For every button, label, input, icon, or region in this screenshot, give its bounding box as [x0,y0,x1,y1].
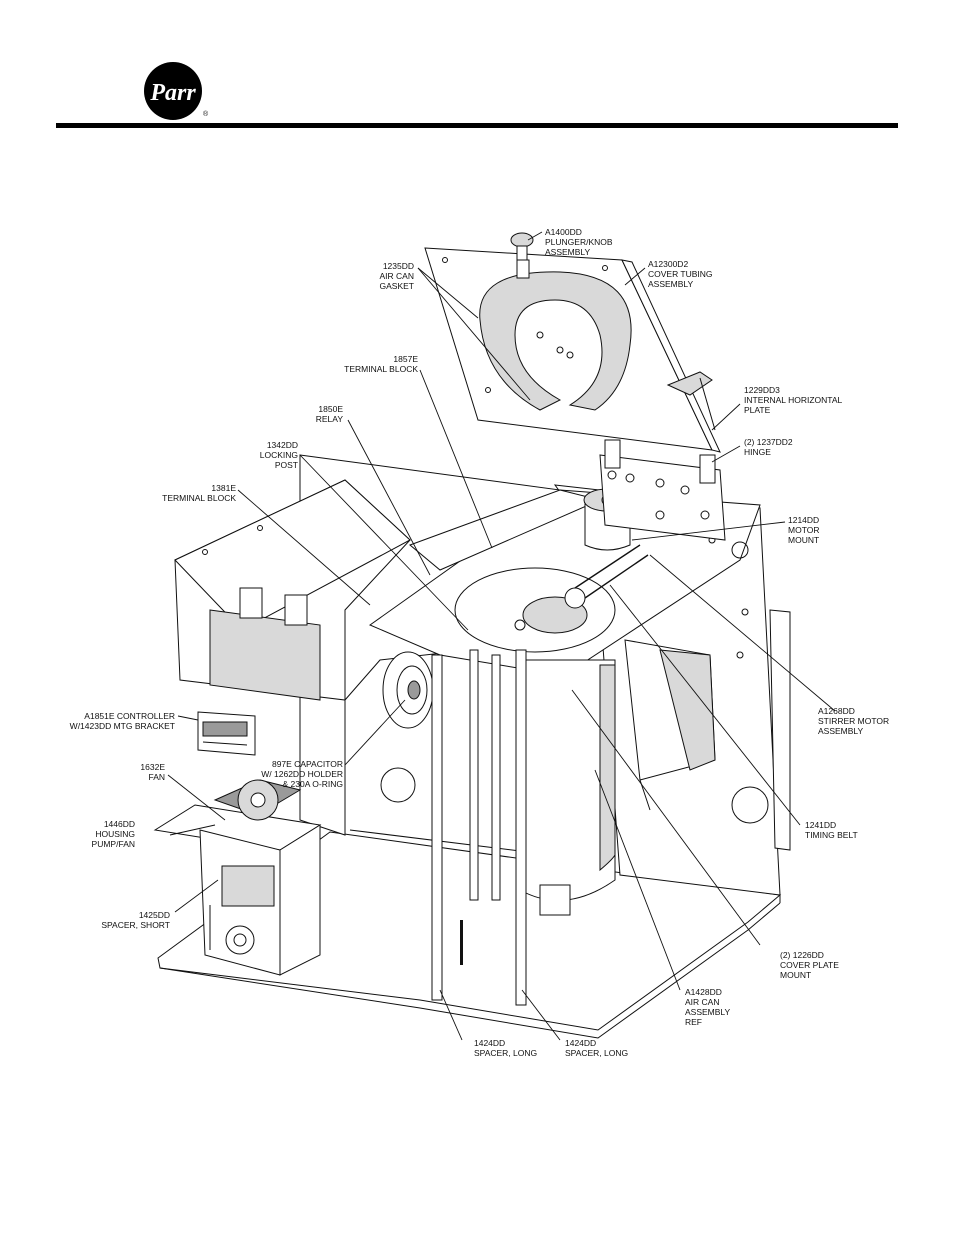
cover-tubing [666,371,713,396]
header-rule [56,123,898,128]
leader-lines [167,231,836,1041]
timing-belt [574,544,649,599]
electronics-box-top [174,479,411,631]
transformer [209,609,321,701]
assembly-illustration [153,232,791,1039]
hinge-block [599,454,726,541]
logo-text: Parr [149,80,196,106]
spacer-long-left [431,654,443,1001]
logo-registered-mark: ® [203,110,209,118]
parr-logo: Parr ® [144,62,209,120]
spacer-long-right [515,649,527,1006]
air-can-gasket [479,271,632,411]
plunger-knob [510,232,534,248]
